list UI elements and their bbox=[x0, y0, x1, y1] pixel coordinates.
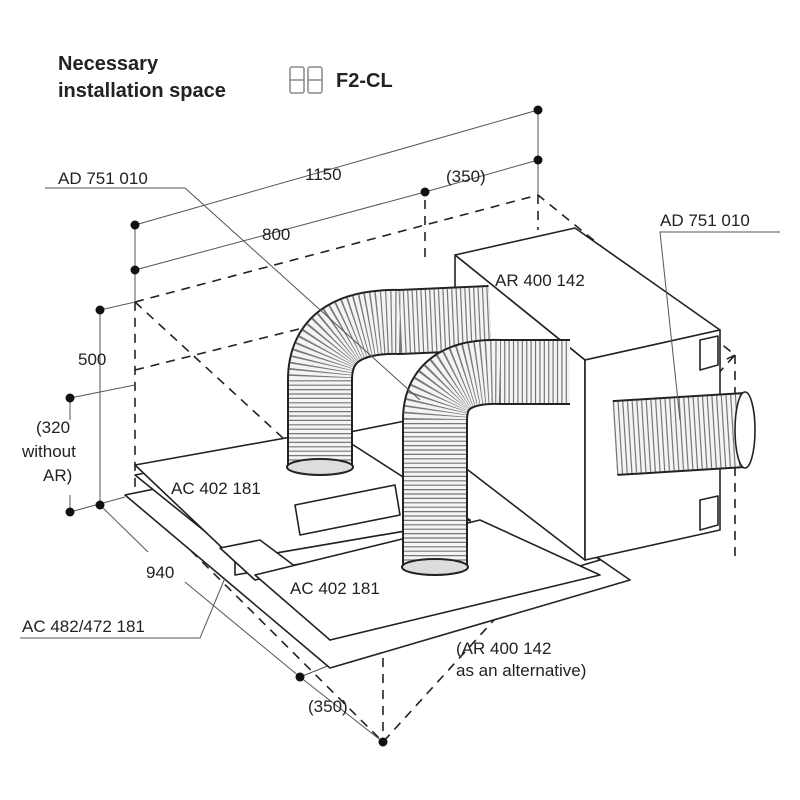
dim-width-extra-top: (350) bbox=[446, 167, 486, 186]
label-filter-rear: AC 402 181 bbox=[171, 479, 261, 498]
label-filter-front: AC 402 181 bbox=[290, 579, 380, 598]
label-box: AR 400 142 bbox=[495, 271, 585, 290]
dimension-lines bbox=[65, 105, 543, 747]
dim-height-alt-1: (320 bbox=[36, 418, 70, 437]
label-alt-2: as an alternative) bbox=[456, 661, 586, 680]
dim-depth-extra: (350) bbox=[308, 697, 348, 716]
duct-right bbox=[612, 391, 756, 476]
title-line-1: Necessary bbox=[58, 53, 159, 75]
double-hob-icon bbox=[289, 66, 323, 94]
dim-height-alt-3: AR) bbox=[43, 466, 72, 485]
dim-depth: 940 bbox=[146, 563, 174, 582]
dim-width-total: 1150 bbox=[305, 165, 342, 184]
dim-width-hood: 800 bbox=[262, 225, 290, 244]
model-name: F2-CL bbox=[336, 70, 393, 92]
leader-lines bbox=[20, 187, 780, 639]
dim-height-alt-2: without bbox=[21, 442, 76, 461]
duct-front bbox=[401, 338, 570, 576]
label-duct-right: AD 751 010 bbox=[660, 211, 750, 230]
ar-box bbox=[454, 227, 721, 561]
label-alt-1: (AR 400 142 bbox=[456, 639, 551, 658]
duct-left bbox=[286, 285, 492, 476]
label-duct-left: AD 751 010 bbox=[58, 169, 148, 188]
label-middle: AC 482/472 181 bbox=[22, 617, 145, 636]
title-line-2: installation space bbox=[58, 80, 226, 102]
dim-height: 500 bbox=[78, 350, 106, 369]
